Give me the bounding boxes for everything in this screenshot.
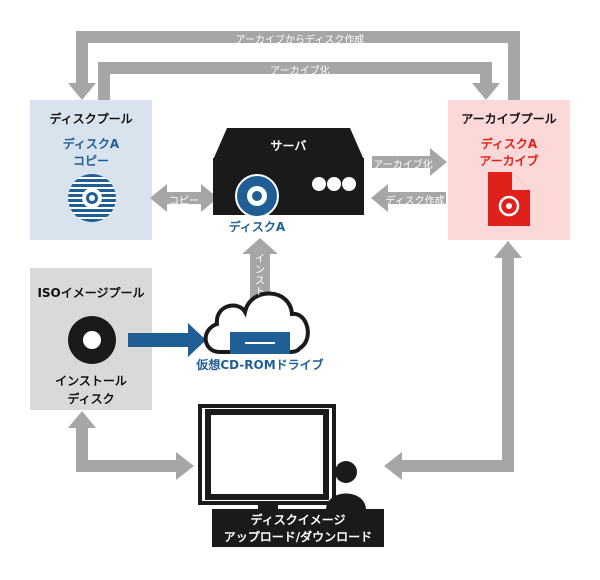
archive-to-disk-arrow bbox=[76, 31, 520, 100]
iso-disk-icon bbox=[68, 316, 116, 364]
archive-label: アーカイブ化 bbox=[270, 66, 330, 77]
create-disk-arrow-shaft bbox=[386, 192, 446, 204]
archive-pool-disk-sub: アーカイブ bbox=[479, 154, 539, 168]
server-disk-icon bbox=[235, 174, 279, 218]
archive-file-icon bbox=[488, 172, 530, 226]
archive-arrowhead bbox=[472, 83, 500, 100]
iso-client-arrow bbox=[76, 426, 178, 472]
server-disk-label: ディスクA bbox=[228, 220, 286, 234]
archive-to-disk-label: アーカイブからディスク作成 bbox=[235, 35, 365, 46]
install-arrowhead bbox=[242, 238, 278, 254]
copy-label: コピー bbox=[169, 196, 199, 207]
virtual-drive-icon bbox=[230, 332, 290, 354]
iso-to-drive-arrowhead bbox=[188, 323, 206, 357]
archive-pool-disk-name: ディスクA bbox=[480, 137, 538, 151]
copy-arrowhead-left bbox=[150, 184, 167, 212]
client-base bbox=[212, 509, 384, 547]
disk-copy-icon bbox=[68, 174, 116, 222]
archive-pool-title: アーカイブプール bbox=[461, 112, 557, 126]
user-icon bbox=[326, 461, 366, 510]
iso-client-arrowhead-up bbox=[68, 411, 96, 428]
archive-to-disk-arrowhead bbox=[68, 83, 96, 100]
disk-pool-disk-sub: コピー bbox=[72, 154, 109, 168]
disk-pool-disk-name: ディスクA bbox=[62, 137, 120, 151]
iso-label-line1: インストール bbox=[55, 374, 127, 388]
archive-arrow bbox=[98, 62, 492, 100]
monitor-icon bbox=[198, 404, 336, 511]
disk-pool-title: ディスクプール bbox=[49, 112, 133, 126]
server-archive-arrowhead bbox=[430, 148, 447, 176]
iso-to-drive-arrow-shaft bbox=[128, 333, 190, 347]
client-archive-arrowhead-up bbox=[494, 241, 522, 258]
server-title: サーバ bbox=[270, 139, 307, 153]
create-disk-arrowhead bbox=[371, 184, 388, 212]
server-archive-label: アーカイブ化 bbox=[373, 160, 433, 171]
create-disk-label: ディスク作成 bbox=[385, 196, 445, 207]
client-archive-arrow bbox=[400, 256, 514, 472]
client-line2: アップロード/ダウンロード bbox=[223, 530, 373, 544]
iso-label-line2: ディスク bbox=[67, 392, 115, 406]
client-line1: ディスクイメージ bbox=[250, 513, 346, 527]
copy-arrow-shaft bbox=[165, 192, 203, 204]
client-archive-arrowhead-left bbox=[384, 452, 402, 480]
server-archive-arrow-shaft bbox=[372, 156, 432, 168]
iso-client-arrowhead-right bbox=[176, 452, 194, 480]
install-label: インストール bbox=[255, 254, 265, 320]
virtual-drive-label: 仮想CD-ROMドライブ bbox=[196, 358, 324, 372]
iso-pool-title: ISOイメージプール bbox=[37, 286, 145, 300]
copy-arrowhead-right bbox=[201, 184, 218, 212]
